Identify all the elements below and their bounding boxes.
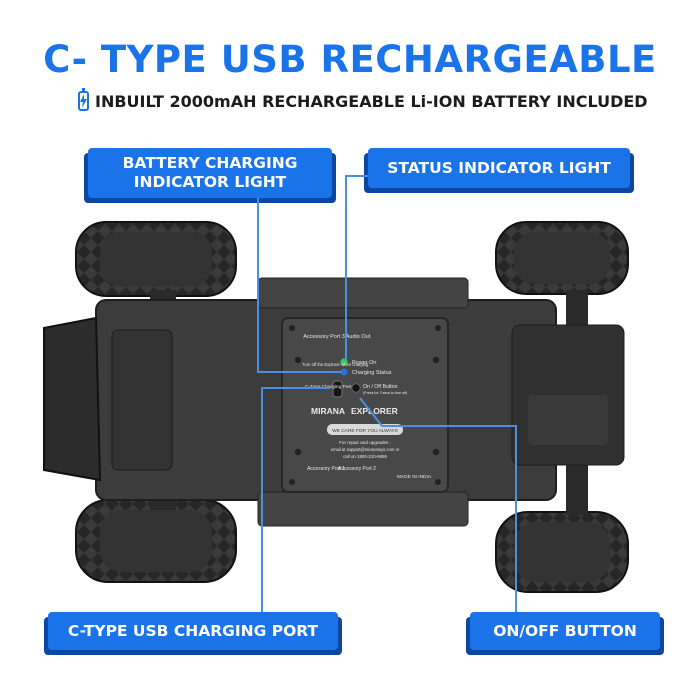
subtitle-text: INBUILT 2000mAH RECHARGEABLE Li-ION BATT… bbox=[95, 91, 648, 111]
top-rail bbox=[257, 277, 469, 309]
left-gearbox bbox=[111, 329, 173, 471]
plate-turn-off-note: Turn off the Explorer when charging bbox=[302, 362, 369, 367]
wheel-rear-right bbox=[495, 511, 629, 593]
plate-brand-mirana: MIRANA bbox=[311, 406, 345, 416]
battery-charging-icon bbox=[78, 88, 89, 111]
battery-subtitle: INBUILT 2000mAH RECHARGEABLE Li-ION BATT… bbox=[78, 88, 648, 114]
plate-repair: For repair and upgrades : bbox=[339, 440, 391, 445]
line-battery-indicator bbox=[257, 198, 342, 373]
line-usb-port bbox=[261, 387, 330, 612]
plate-email: email at support@miranatoys.com or bbox=[331, 447, 400, 452]
plate-power-on: Power On bbox=[352, 360, 376, 366]
callout-status-indicator: STATUS INDICATOR LIGHT bbox=[364, 148, 634, 193]
charging-led bbox=[340, 368, 348, 376]
plate-accessory-port-1: Accessory Port 1 bbox=[307, 466, 345, 472]
plate-audio-out: Audio Out bbox=[346, 334, 371, 340]
front-bumper bbox=[43, 316, 102, 482]
plate-phone: call on 1800-210-6959 bbox=[343, 454, 387, 459]
bottom-rail bbox=[257, 491, 469, 527]
callout-usb-charging-port: C-TYPE USB CHARGING PORT bbox=[44, 612, 342, 655]
plate-accessory-port-2: Accessory Port 2 bbox=[338, 466, 376, 472]
wheel-front-right bbox=[495, 221, 629, 295]
plate-accessory-port-3: Accessory Port 3 bbox=[303, 334, 345, 340]
page-title: C- TYPE USB RECHARGEABLE bbox=[43, 38, 657, 81]
plate-charging-status: Charging Status bbox=[352, 370, 392, 376]
plate-brand-explorer: EXPLORER bbox=[351, 406, 398, 416]
power-led bbox=[340, 358, 348, 366]
wheel-front-left bbox=[75, 221, 237, 297]
plate-made-in: MADE IN INDIA bbox=[397, 474, 432, 480]
wheel-rear-left bbox=[75, 499, 237, 583]
callout-battery-charging-indicator: BATTERY CHARGING INDICATOR LIGHT bbox=[84, 148, 336, 203]
line-on-off bbox=[359, 397, 517, 612]
plate-on-off-note: (Press for 3 secs to turn off) bbox=[363, 391, 407, 395]
right-skid bbox=[528, 395, 608, 445]
usb-c-port bbox=[332, 380, 343, 398]
on-off-switch bbox=[351, 383, 361, 393]
plate-on-off: On / Off Button bbox=[363, 384, 398, 390]
callout-on-off-button: ON/OFF BUTTON bbox=[466, 612, 664, 655]
plate-tagline: WE CARE FOR YOU ALWAYS bbox=[332, 428, 398, 434]
